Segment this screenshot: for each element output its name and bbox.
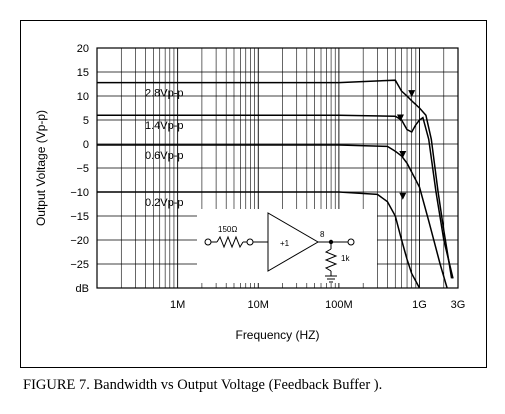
gain-label: +1	[280, 239, 290, 248]
y-tick-label: −10	[70, 187, 89, 199]
pin-label: 8	[320, 230, 325, 239]
series-line-2	[97, 144, 448, 289]
load-label: 1k	[341, 254, 350, 263]
figure-caption: FIGURE 7. Bandwidth vs Output Voltage (F…	[23, 377, 383, 393]
series-line-0	[97, 79, 453, 279]
y-tick-label: −25	[70, 259, 89, 271]
y-tick-label: −20	[70, 235, 89, 247]
bandwidth-marker	[408, 90, 416, 98]
series-label: 0.2Vp-p	[145, 197, 184, 209]
load-resistor-symbol	[324, 248, 338, 272]
y-tick-label: 0	[83, 139, 89, 151]
bandwidth-chart: 2.8Vp-p 1.4Vp-p 0.6Vp-p 0.2Vp-p 150Ω +1 8 1…	[34, 43, 466, 342]
output-terminal	[347, 238, 355, 246]
series-line-3	[97, 191, 421, 289]
chart-frame: 2.8Vp-p 1.4Vp-p 0.6Vp-p 0.2Vp-p 150Ω +1 8 1…	[20, 20, 487, 368]
series-label: 0.6Vp-p	[145, 150, 184, 162]
x-axis-label: Frequency (HZ)	[235, 328, 319, 342]
buffer-input-node	[246, 238, 254, 246]
y-tick-label: 15	[77, 67, 89, 79]
series-label: 2.8Vp-p	[145, 88, 184, 100]
x-tick-label: 1M	[170, 299, 185, 311]
x-tick-label: 1G	[412, 299, 427, 311]
resistor-label: 150Ω	[218, 225, 237, 234]
y-axis-label: Output Voltage (Vp-p)	[34, 110, 48, 226]
bandwidth-marker	[399, 151, 407, 159]
series-line-1	[97, 114, 454, 279]
y-tick-label: −5	[76, 163, 89, 175]
y-tick-label: 10	[77, 91, 89, 103]
x-tick-label: 10M	[248, 299, 269, 311]
y-tick-label: −15	[70, 211, 89, 223]
buffer-amplifier-symbol	[267, 212, 319, 272]
input-terminal	[204, 238, 212, 246]
y-tick-label: 5	[83, 115, 89, 127]
x-tick-label: 100M	[325, 299, 353, 311]
y-tick-label: dB	[76, 283, 89, 295]
bandwidth-marker	[396, 114, 404, 122]
x-tick-label: 3G	[451, 299, 466, 311]
bandwidth-marker	[399, 192, 407, 200]
plot-area-border	[96, 47, 459, 289]
series-label: 1.4Vp-p	[145, 120, 184, 132]
circuit-inset: 150Ω +1 8 1k	[197, 209, 377, 283]
y-tick-label: 20	[77, 43, 89, 55]
resistor-150-symbol	[216, 235, 244, 249]
